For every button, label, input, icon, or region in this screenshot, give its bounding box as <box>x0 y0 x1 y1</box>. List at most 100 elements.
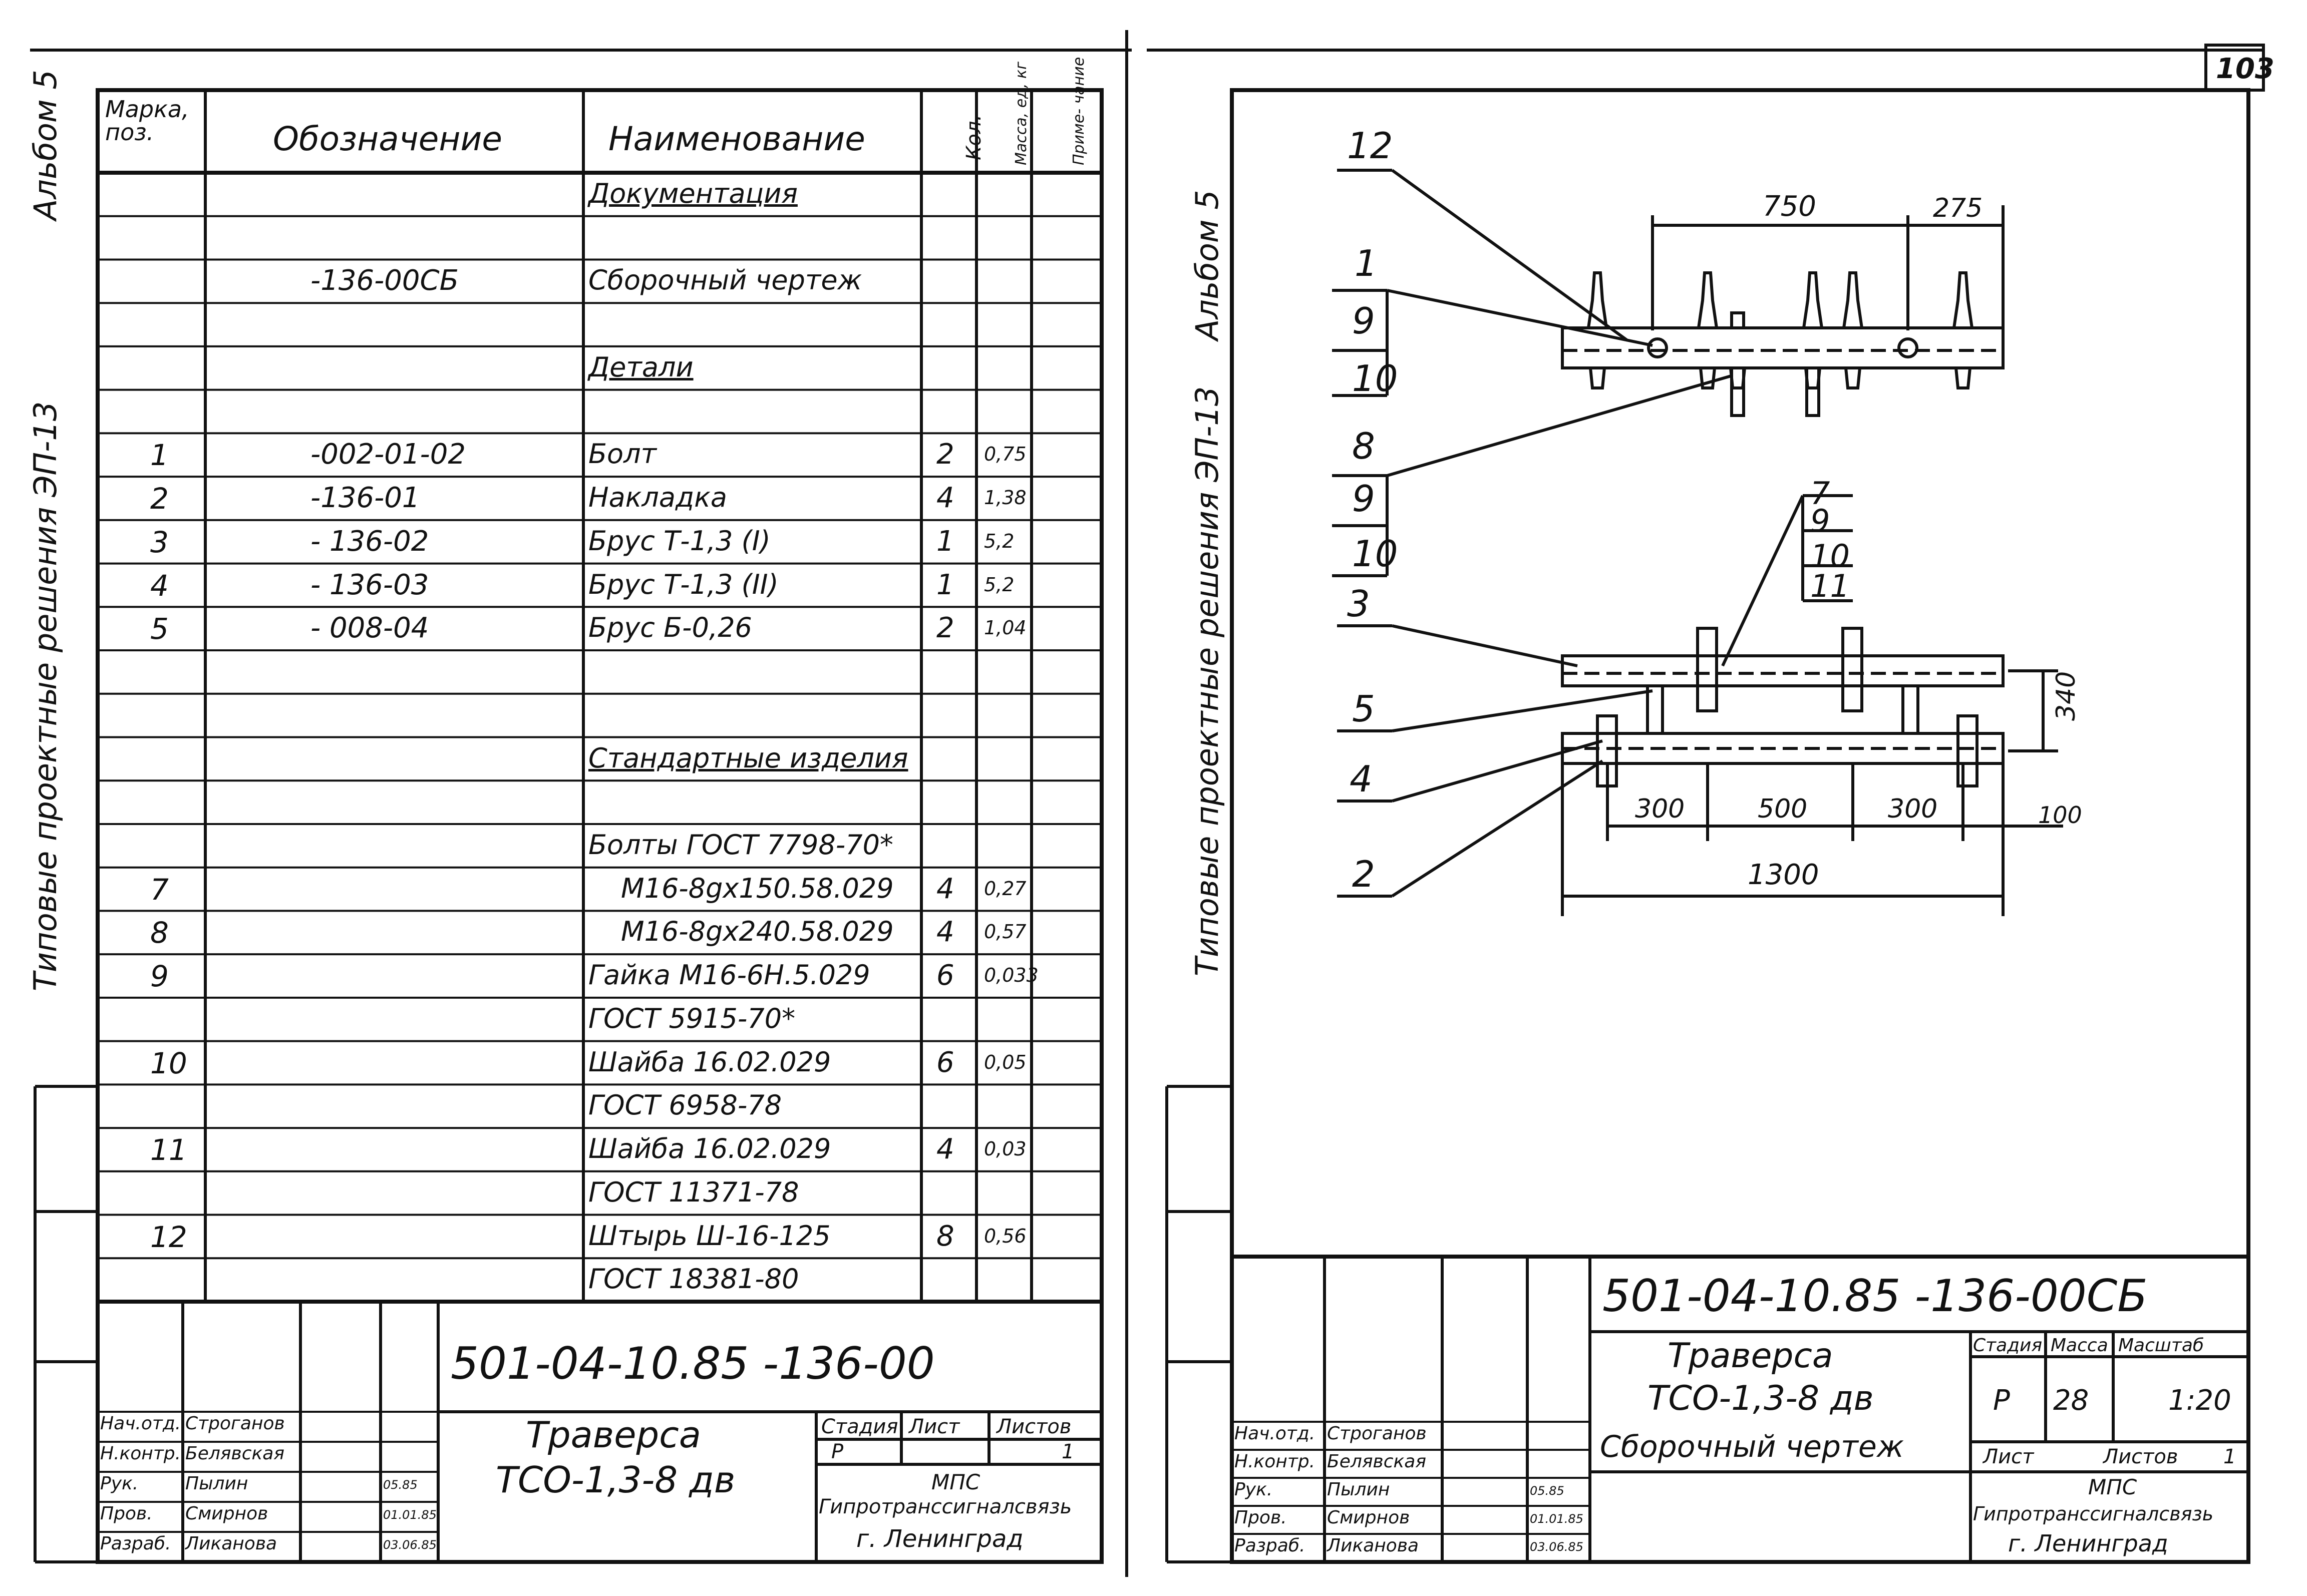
row-mark: 5 <box>150 612 169 646</box>
row-qty: 1 <box>936 568 954 601</box>
signature-name: Строганов <box>185 1413 285 1434</box>
signature-date: 05.85 <box>1530 1484 1564 1498</box>
signature-role: Разраб. <box>1234 1535 1305 1556</box>
row-mark: 2 <box>150 482 169 516</box>
left-series-label: Типовые проектные решения ЭП-13 <box>27 401 64 991</box>
left-album-label: Альбом 5 <box>27 70 64 220</box>
dimension-label: 275 <box>1933 193 1983 223</box>
leader-label: 1 <box>1355 242 1378 284</box>
signature-role: Разраб. <box>100 1533 171 1554</box>
signature-role: Пров. <box>1234 1507 1287 1528</box>
signature-role: Рук. <box>1234 1479 1273 1500</box>
leader-label: 9 <box>1352 478 1375 520</box>
header-mass: Масса, ед, кг <box>1013 62 1030 165</box>
right-scale: 1:20 <box>2168 1384 2231 1417</box>
row-name: М16-8gx150.58.029 <box>621 872 894 904</box>
row-mark: 10 <box>150 1046 187 1080</box>
row-name: Штырь Ш-16-125 <box>588 1220 831 1252</box>
row-qty: 2 <box>936 612 954 645</box>
row-mark: 1 <box>150 438 169 473</box>
row-name: Документация <box>588 178 798 209</box>
right-title-1: Траверса <box>1668 1336 1833 1376</box>
dimension-label: 500 <box>1758 794 1808 824</box>
signature-name: Белявская <box>1327 1451 1426 1472</box>
row-name: Брус Б-0,26 <box>588 612 752 644</box>
dimension-label: 300 <box>1888 794 1938 824</box>
row-mass: 0,05 <box>984 1051 1027 1073</box>
row-qty: 4 <box>936 872 954 905</box>
left-sheets: 1 <box>1062 1440 1075 1463</box>
right-stage-label: Стадия <box>1973 1335 2043 1356</box>
header-name: Наименование <box>608 120 865 158</box>
row-name: Шайба 16.02.029 <box>588 1046 831 1078</box>
row-designation: -136-01 <box>310 482 420 515</box>
left-sheet-label: Лист <box>909 1415 960 1438</box>
row-designation: - 008-04 <box>310 612 429 645</box>
row-qty: 4 <box>936 482 954 515</box>
row-name: Шайба 16.02.029 <box>588 1133 831 1165</box>
right-scale-label: Масштаб <box>2118 1335 2204 1356</box>
signature-name: Ликанова <box>1327 1535 1419 1556</box>
right-mass: 28 <box>2053 1384 2089 1417</box>
row-name: Болт <box>588 438 657 470</box>
signature-date: 01.01.85 <box>1530 1512 1583 1526</box>
right-org-3: г. Ленинград <box>2008 1530 2168 1557</box>
row-name: Брус Т-1,3 (II) <box>588 568 779 600</box>
row-mass: 5,2 <box>984 530 1015 552</box>
leader-label: 7 <box>1810 475 1830 512</box>
right-sheets: 1 <box>2223 1445 2236 1468</box>
leader-label: 10 <box>1810 538 1850 574</box>
left-org-2: Гипротранссигналсвязь <box>819 1495 1072 1518</box>
row-qty: 4 <box>936 1133 954 1166</box>
row-qty: 2 <box>936 438 954 471</box>
leader-label: 3 <box>1347 583 1370 625</box>
row-mark: 3 <box>150 525 169 559</box>
leader-label: 10 <box>1352 357 1398 400</box>
leader-label: 11 <box>1810 568 1850 604</box>
leader-label: 9 <box>1810 503 1830 539</box>
row-mass: 0,57 <box>984 921 1027 943</box>
leader-label: 5 <box>1352 688 1375 730</box>
row-mass: 0,56 <box>984 1225 1027 1247</box>
right-title-2: ТСО-1,3-8 дв <box>1647 1379 1874 1418</box>
signature-date: 03.06.85 <box>383 1538 437 1552</box>
leader-label: 10 <box>1352 533 1398 575</box>
right-sheets-label: Листов <box>2103 1445 2178 1468</box>
row-mass: 5,2 <box>984 573 1015 596</box>
row-mass: 0,75 <box>984 443 1027 466</box>
signature-name: Строганов <box>1327 1423 1427 1444</box>
row-mark: 4 <box>150 568 169 603</box>
left-org-3: г. Ленинград <box>856 1525 1024 1553</box>
row-mark: 12 <box>150 1220 187 1254</box>
leader-label: 9 <box>1352 300 1375 342</box>
signature-name: Пылин <box>185 1473 248 1494</box>
right-doc-code: 501-04-10.85 -136-00СБ <box>1602 1270 2148 1322</box>
leader-label: 4 <box>1350 758 1373 800</box>
right-series-label: Типовые проектные решения ЭП-13 <box>1189 386 1225 976</box>
assembly-drawing <box>1332 169 2063 916</box>
row-designation: -136-00СБ <box>310 264 459 297</box>
signature-name: Смирнов <box>185 1503 268 1524</box>
dimension-label: 100 <box>2038 802 2082 829</box>
dimension-label: 300 <box>1635 794 1685 824</box>
leader-label: 2 <box>1352 853 1375 895</box>
right-title-3: Сборочный чертеж <box>1600 1429 1904 1464</box>
signature-name: Белявская <box>185 1443 284 1464</box>
dimension-label: 750 <box>1763 190 1816 223</box>
left-doc-code: 501-04-10.85 -136-00 <box>451 1338 935 1389</box>
header-note: Приме- чание <box>1070 57 1088 165</box>
signature-role: Н.контр. <box>100 1443 181 1464</box>
leader-label: 8 <box>1352 425 1375 467</box>
row-name: Накладка <box>588 482 727 514</box>
signature-role: Н.контр. <box>1234 1451 1315 1472</box>
row-mass: 0,03 <box>984 1138 1027 1160</box>
row-name: Стандартные изделия <box>588 742 908 774</box>
row-name: Детали <box>588 351 694 383</box>
left-stage-label: Стадия <box>821 1415 898 1438</box>
row-name: Болты ГОСТ 7798-70* <box>588 829 893 861</box>
row-name: ГОСТ 5915-70* <box>588 1002 796 1034</box>
dimension-label: 1300 <box>1748 859 1819 891</box>
left-title-2: ТСО-1,3-8 дв <box>496 1459 736 1501</box>
row-designation: -002-01-02 <box>310 438 466 471</box>
